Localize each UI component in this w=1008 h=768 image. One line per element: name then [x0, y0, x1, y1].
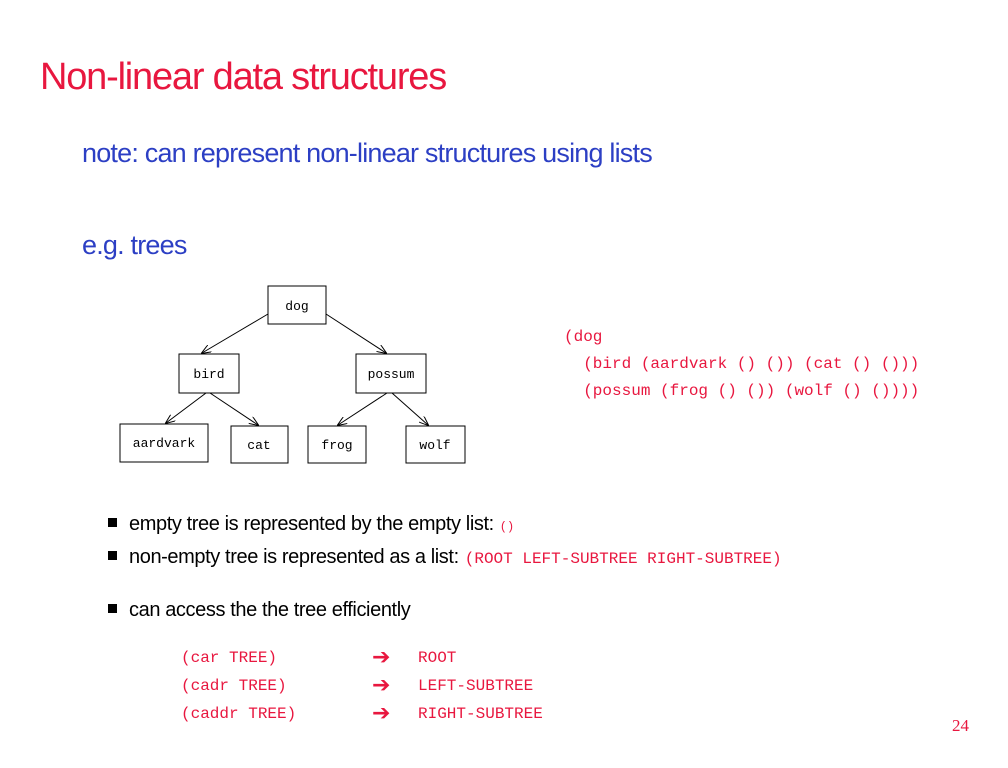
bullet-empty-tree: empty tree is represented by the empty l… [108, 513, 514, 536]
tree-node-label: frog [321, 438, 352, 453]
tree-node-label: bird [193, 367, 224, 382]
bullet-code: () [499, 520, 515, 534]
tree-node-label: possum [368, 367, 415, 382]
right-arrow-icon: ➔ [372, 701, 391, 726]
edge-possum-wolf [391, 392, 428, 425]
edge-dog-bird [202, 313, 269, 353]
tree-node-label: aardvark [133, 436, 196, 451]
bullet-square-icon [108, 604, 117, 613]
edge-possum-frog [338, 392, 388, 425]
bullet-text: can access the the tree efficiently [129, 599, 411, 621]
bullet-code: (ROOT LEFT-SUBTREE RIGHT-SUBTREE) [464, 550, 782, 568]
edge-bird-cat [209, 392, 258, 425]
page-number: 24 [952, 716, 969, 735]
bullet-nonempty-tree: non-empty tree is represented as a list:… [108, 546, 782, 569]
bullet-square-icon [108, 551, 117, 560]
note-text: note: can represent non-linear structure… [82, 138, 653, 168]
example-text: e.g. trees [82, 230, 187, 260]
tree-node-label: cat [247, 438, 270, 453]
list-repr-line: (dog [564, 328, 603, 346]
access-expr: (car TREE) [181, 649, 278, 667]
access-result: RIGHT-SUBTREE [418, 705, 543, 723]
tree-node-frog: frog [307, 425, 367, 464]
tree-node-possum: possum [355, 353, 427, 394]
tree-node-aardvark: aardvark [119, 423, 209, 463]
bullet-text: non-empty tree is represented as a list: [129, 546, 459, 568]
access-expr: (caddr TREE) [181, 705, 297, 723]
right-arrow-icon: ➔ [372, 645, 391, 670]
list-repr-line: (bird (aardvark () ()) (cat () ())) [564, 355, 920, 373]
access-result: LEFT-SUBTREE [418, 677, 534, 695]
tree-node-dog: dog [267, 285, 327, 325]
tree-node-cat: cat [230, 425, 289, 464]
tree-node-label: wolf [419, 438, 450, 453]
slide-title: Non-linear data structures [40, 56, 447, 98]
access-result: ROOT [418, 649, 457, 667]
tree-node-wolf: wolf [405, 425, 466, 464]
tree-node-bird: bird [178, 353, 240, 394]
tree-node-label: dog [285, 299, 308, 314]
list-repr-line: (possum (frog () ()) (wolf () ()))) [564, 382, 920, 400]
access-expr: (cadr TREE) [181, 677, 287, 695]
bullet-square-icon [108, 518, 117, 527]
right-arrow-icon: ➔ [372, 673, 391, 698]
edge-dog-possum [325, 313, 386, 353]
bullet-text: empty tree is represented by the empty l… [129, 513, 494, 535]
bullet-access: can access the the tree efficiently [108, 599, 411, 622]
edge-bird-aardvark [166, 392, 207, 423]
